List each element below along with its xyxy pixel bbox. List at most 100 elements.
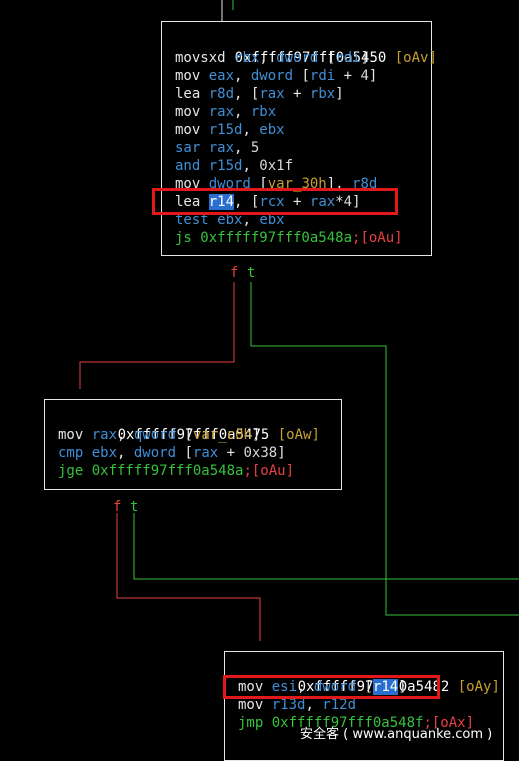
instruction-token: r15d [208,158,243,174]
instruction-token: r8d [208,86,235,102]
instruction-token: mov [175,68,209,84]
instruction-token: rbx [309,86,336,102]
instruction-token: + [284,194,310,210]
instruction-token: 4 [343,194,353,210]
instruction-token: and [175,158,209,174]
instruction-token: ebx [259,122,285,138]
instruction-token: eax [208,68,235,84]
instruction-token: ebx [259,212,285,228]
instruction-line[interactable]: movsxd rbx, dword [rdi] [175,49,369,67]
block-header: 0xfffff97fff0a5475 [oAw] [67,408,320,443]
instruction-line[interactable]: test ebx, ebx [175,211,285,229]
instruction-token: rax [208,140,235,156]
block-address: 0xfffff97fff0a5450 [234,50,387,66]
code-block-5450[interactable]: 0xfffff97fff0a5450 [oAv] movsxd rbx, dwo… [161,21,437,256]
instruction-token: lea [175,194,209,210]
instruction-token: cmp [58,445,92,461]
instruction-token: ] [352,194,361,210]
instruction-token: rax [192,445,219,461]
instruction-line[interactable]: and r15d, 0x1f [175,157,293,175]
instruction-line[interactable]: mov esi, dword [r14] [238,678,407,696]
instruction-token: ebx [217,212,243,228]
block-tag: [oAw] [277,427,320,443]
instruction-token: rax [259,86,285,102]
instruction-token: 0x38 [243,445,278,461]
edge-block1-false [79,282,235,389]
instruction-token: ] [277,445,286,461]
edge-block1-true [250,282,519,616]
instruction-token: movsxd [175,50,235,66]
instruction-token: , [234,140,251,156]
instruction-token: ] [398,679,407,695]
instruction-line[interactable]: mov eax, dword [rdi + 4] [175,67,377,85]
instruction-line[interactable]: jge 0xfffff97fff0a548a;[oAu] [58,462,294,480]
instruction-line[interactable]: lea r8d, [rax + rbx] [175,85,344,103]
instruction-token: sar [175,140,209,156]
instruction-token: [ [250,176,268,192]
instruction-token: , [ [234,86,260,102]
instruction-token: mov [238,697,272,713]
annotation-box-mov-esi [223,675,440,699]
instruction-line[interactable]: mov r13d, r12d [238,696,356,714]
instruction-token: r12d [322,697,357,713]
instruction-token: rax [91,427,118,443]
instruction-token: + [335,68,361,84]
instruction-token: js 0xfffff97fff0a548a [175,230,353,246]
instruction-token: dword [276,50,319,66]
instruction-token: dword [133,445,177,461]
instruction-token: ebx [91,445,118,461]
instruction-token: * [335,194,344,210]
code-block-5482[interactable]: 0xfffff97fff0a5482 [oAy] mov esi, dword … [224,651,504,761]
instruction-token: rdi [335,50,361,66]
instruction-token: r15d [208,122,243,138]
highlighted-register[interactable]: r14 [372,679,399,695]
instruction-line[interactable]: jmp 0xfffff97fff0a548f;[oAx] [238,714,474,732]
instruction-token: , [234,68,251,84]
instruction-token: mov [175,122,209,138]
code-block-5475[interactable]: 0xfffff97fff0a5475 [oAw] mov rax, qword … [44,399,342,490]
instruction-token: rbx [250,104,277,120]
instruction-line[interactable]: js 0xfffff97fff0a548a;[oAu] [175,229,403,247]
instruction-token: ] [251,427,261,443]
instruction-token: ] [360,50,369,66]
instruction-token: var_c0h [192,427,252,443]
instruction-token: test [175,212,218,228]
instruction-token: jge 0xfffff97fff0a548a [58,463,244,479]
instruction-token: mov [238,679,272,695]
instruction-token: + [284,86,310,102]
instruction-token: qword [133,427,177,443]
instruction-token: esi [271,679,298,695]
instruction-token: dword [250,68,294,84]
edge-label-block2-false: f [113,499,122,515]
block-tag: [oAy] [457,679,500,695]
instruction-token: ] [368,68,378,84]
instruction-line[interactable]: mov r15d, ebx [175,121,285,139]
instruction-token: rax [309,194,336,210]
instruction-line[interactable]: mov rax, rbx [175,103,276,121]
instruction-token: [ [293,68,310,84]
instruction-token: dword [313,679,357,695]
edge-label-block2-true: t [130,499,139,515]
edge-block2-true [133,513,519,580]
instruction-token: , [234,104,251,120]
instruction-line[interactable]: cmp ebx, dword [rax + 0x38] [58,444,286,462]
block-tag: [oAv] [394,50,437,66]
instruction-line[interactable]: lea r14, [rcx + rax*4] [175,193,361,211]
instruction-token: , [305,697,323,713]
instruction-token: , [259,50,277,66]
highlighted-register[interactable]: r14 [208,194,235,210]
instruction-token: mov [58,427,92,443]
instruction-token: rax [208,104,235,120]
edge-label-block1-true: t [247,265,256,281]
instruction-token: , [297,679,314,695]
instruction-token: , [242,212,260,228]
instruction-token: rbx [234,50,260,66]
instruction-token: , [117,427,134,443]
instruction-token: 5 [250,140,260,156]
instruction-line[interactable]: sar rax, 5 [175,139,259,157]
instruction-line[interactable]: mov rax, qword [var_c0h] [58,426,260,444]
instruction-token: ;[oAx] [423,715,475,731]
instruction-token: [ [176,445,193,461]
